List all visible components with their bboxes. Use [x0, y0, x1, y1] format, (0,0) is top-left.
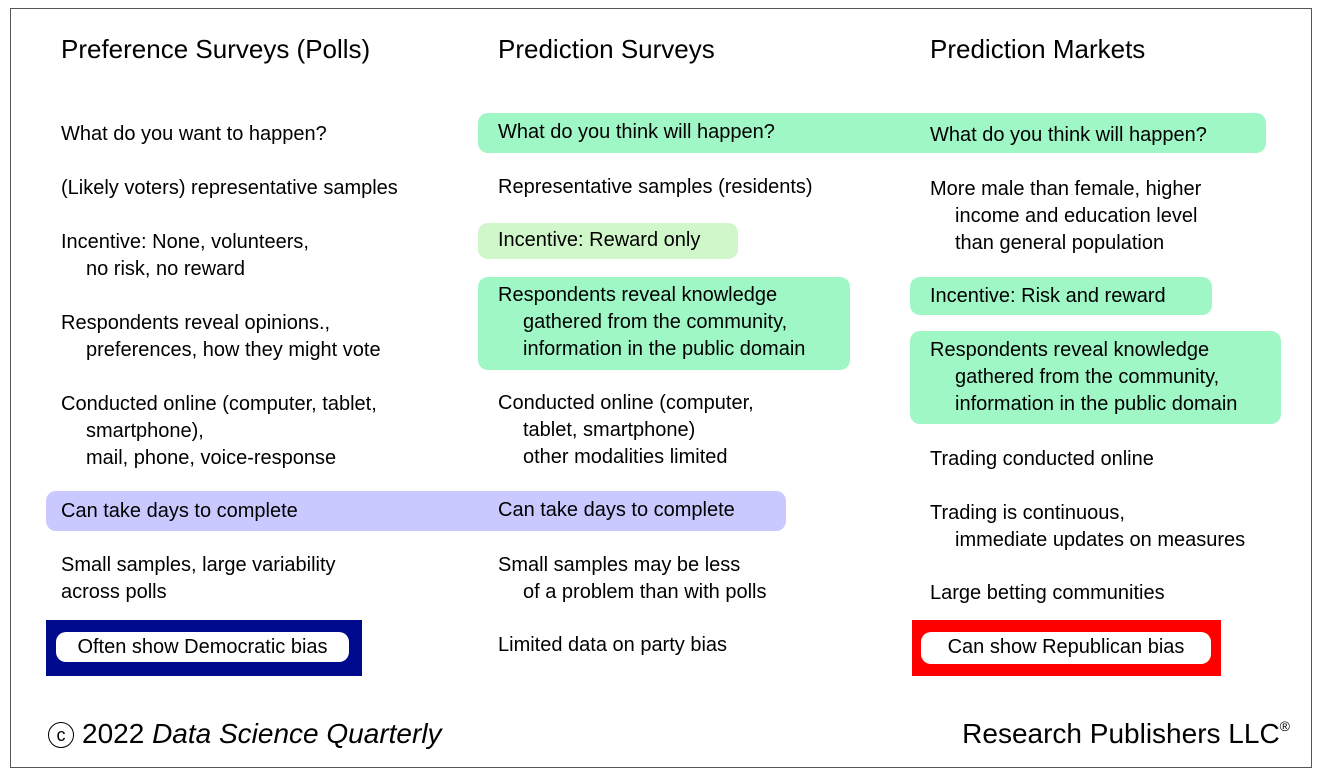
- surveys-item-think: What do you think will happen?: [498, 121, 775, 143]
- highlight-risk-reward: [910, 277, 1212, 315]
- surveys-item-party-bias: Limited data on party bias: [498, 634, 728, 656]
- surveys-item-samples: Representative samples (residents): [498, 176, 813, 198]
- markets-item-think: What do you think will happen?: [930, 124, 1207, 146]
- highlight-days-to-complete: [46, 491, 786, 531]
- copyright-notice: c 2022 Data Science Quarterly: [48, 718, 442, 750]
- markets-item-trading-online: Trading conducted online: [930, 448, 1154, 470]
- markets-item-reveal: Respondents reveal knowledge gathered fr…: [930, 339, 1238, 415]
- surveys-item-small-samples: Small samples may be less of a problem t…: [498, 554, 767, 603]
- copyright-icon: c: [48, 722, 74, 748]
- copyright-year: 2022: [82, 718, 145, 749]
- journal-name: Data Science Quarterly: [152, 718, 442, 749]
- surveys-item-incentive: Incentive: Reward only: [498, 229, 701, 251]
- markets-item-demographics: More male than female, higher income and…: [930, 178, 1202, 254]
- highlight-knowledge-surveys: [478, 277, 850, 370]
- header-preference-surveys: Preference Surveys (Polls): [61, 34, 371, 64]
- republican-bias-badge: Can show Republican bias: [912, 620, 1221, 676]
- header-prediction-surveys: Prediction Surveys: [498, 34, 715, 64]
- highlight-knowledge-markets: [910, 331, 1281, 424]
- diagram-frame: [10, 8, 1312, 768]
- republican-bias-label: Can show Republican bias: [921, 632, 1211, 664]
- democratic-bias-badge: Often show Democratic bias: [46, 620, 362, 676]
- democratic-bias-label: Often show Democratic bias: [56, 632, 349, 662]
- markets-item-incentive: Incentive: Risk and reward: [930, 285, 1166, 307]
- polls-item-conducted: Conducted online (computer, tablet, smar…: [61, 393, 377, 469]
- polls-item-samples: (Likely voters) representative samples: [61, 177, 398, 199]
- header-prediction-markets: Prediction Markets: [930, 34, 1146, 64]
- polls-item-small-samples: Small samples, large variability across …: [61, 554, 336, 603]
- markets-item-continuous: Trading is continuous, immediate updates…: [930, 502, 1246, 551]
- polls-item-days: Can take days to complete: [61, 500, 298, 522]
- markets-item-betting: Large betting communities: [930, 582, 1165, 604]
- publisher-notice: Research Publishers LLC®: [962, 718, 1290, 750]
- polls-item-reveal: Respondents reveal opinions., preference…: [61, 312, 381, 361]
- publisher-name: Research Publishers LLC: [962, 718, 1280, 749]
- surveys-item-conducted: Conducted online (computer, tablet, smar…: [498, 392, 754, 468]
- polls-item-want: What do you want to happen?: [61, 123, 327, 145]
- highlight-what-will-happen: [478, 113, 1266, 153]
- highlight-reward-only: [478, 223, 738, 259]
- polls-item-incentive: Incentive: None, volunteers, no risk, no…: [61, 231, 309, 280]
- surveys-item-reveal: Respondents reveal knowledge gathered fr…: [498, 284, 806, 360]
- registered-mark: ®: [1279, 718, 1290, 734]
- surveys-item-days: Can take days to complete: [498, 499, 735, 521]
